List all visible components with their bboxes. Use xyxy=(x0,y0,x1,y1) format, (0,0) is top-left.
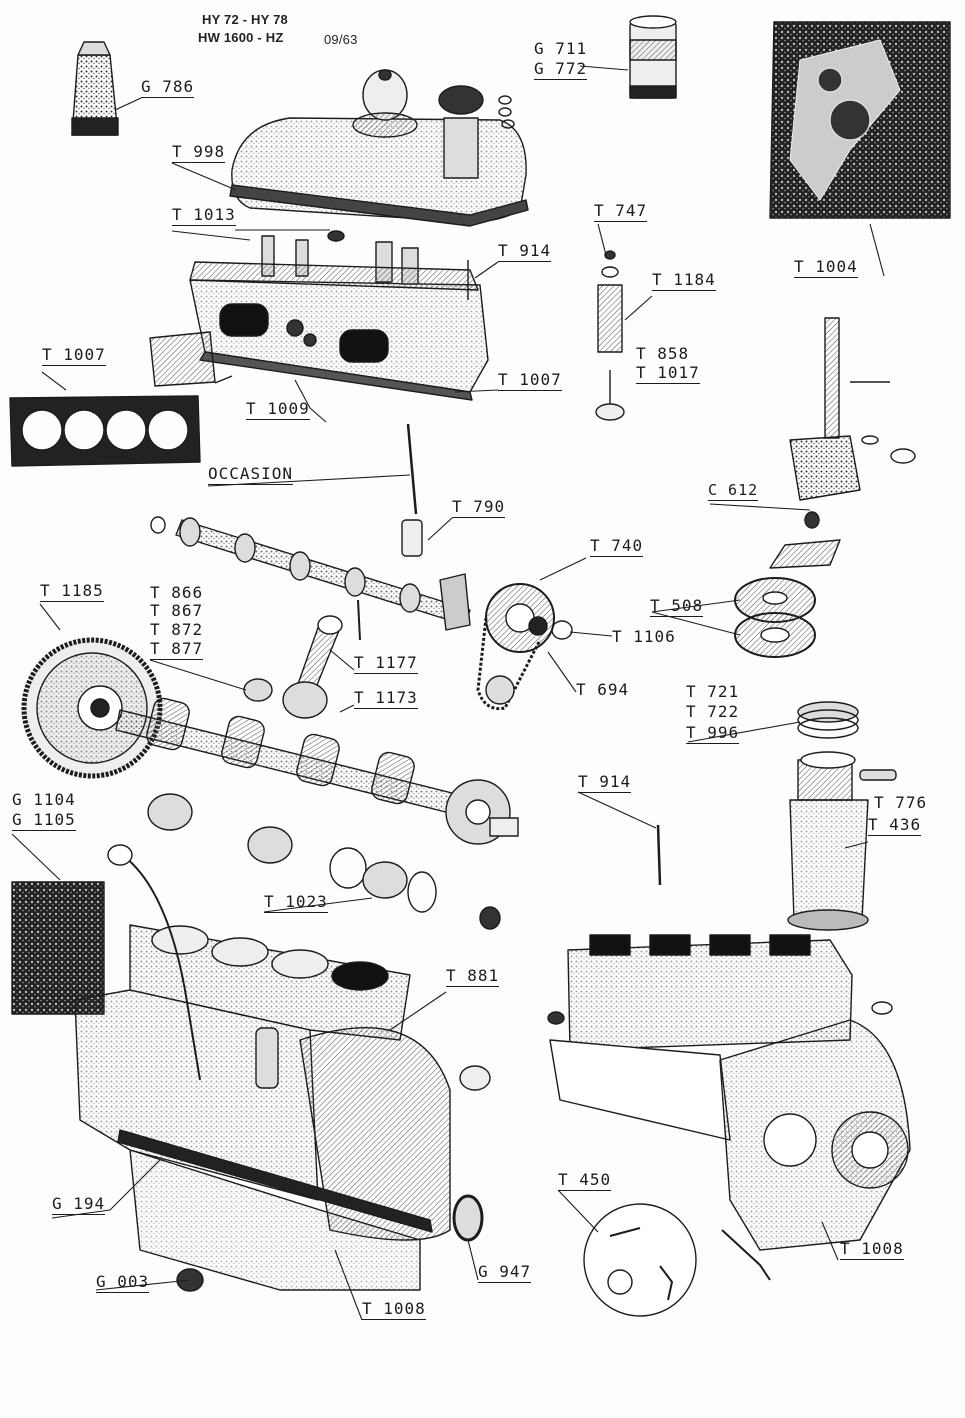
callout-t747: T 747 xyxy=(594,201,648,222)
callout-t1007-left: T 1007 xyxy=(42,345,106,366)
callout-g786: G 786 xyxy=(141,77,195,98)
callout-occasion: OCCASION xyxy=(208,464,294,485)
callout-t790: T 790 xyxy=(452,497,506,518)
callout-t1173: T 1173 xyxy=(354,688,418,709)
callout-t858: T 858 xyxy=(636,344,690,363)
callout-g947: G 947 xyxy=(478,1262,532,1283)
model-range-line2: HW 1600 - HZ xyxy=(198,30,284,45)
cylinder-head-part xyxy=(149,230,489,401)
callout-t881: T 881 xyxy=(446,966,500,987)
callout-g711: G 711 xyxy=(534,39,588,58)
piston-liner-part xyxy=(787,701,897,931)
callout-t1023: T 1023 xyxy=(264,892,328,913)
callout-t1004: T 1004 xyxy=(794,257,858,278)
crankshaft-part xyxy=(115,697,519,845)
camshaft-part xyxy=(150,516,471,631)
callout-g1104: G 1104 xyxy=(12,790,76,809)
leader-lines xyxy=(11,65,885,1321)
model-range-line1: HY 72 - HY 78 xyxy=(202,12,288,27)
oil-filter-part xyxy=(629,15,677,99)
callout-t508: T 508 xyxy=(650,596,704,617)
callout-t1007-right: T 1007 xyxy=(498,370,562,391)
callout-g1105: G 1105 xyxy=(12,810,76,831)
callout-t450: T 450 xyxy=(558,1170,612,1191)
callout-t914-mid: T 914 xyxy=(578,772,632,793)
callout-t1009: T 1009 xyxy=(246,399,310,420)
callout-t1008-right: T 1008 xyxy=(840,1239,904,1260)
callout-t436: T 436 xyxy=(868,815,922,836)
sealant-tube-part xyxy=(71,41,119,136)
oil-pump-part xyxy=(789,317,916,529)
callout-t867: T 867 xyxy=(150,601,204,620)
callout-t877: T 877 xyxy=(150,639,204,660)
rocker-cover-part xyxy=(229,69,529,227)
valve-spring-part xyxy=(595,250,625,421)
main-bearing-part xyxy=(147,793,501,930)
callout-g194: G 194 xyxy=(52,1194,106,1215)
callout-t872: T 872 xyxy=(150,620,204,639)
callout-t722: T 722 xyxy=(686,702,740,721)
head-gasket-part xyxy=(9,395,201,467)
engine-block-assembly-part xyxy=(74,844,491,1292)
callout-t866: T 866 xyxy=(150,583,204,602)
revision-date: 09/63 xyxy=(324,32,358,47)
crankshaft-seal-part xyxy=(452,1194,484,1242)
callout-t740: T 740 xyxy=(590,536,644,557)
sensor-kit-inset-part xyxy=(583,1203,697,1317)
callout-t914-top: T 914 xyxy=(498,241,552,262)
bare-cylinder-block-part xyxy=(547,934,911,1281)
flywheel-part xyxy=(21,637,163,779)
callout-t1184: T 1184 xyxy=(652,270,716,291)
callout-t1008-bottom: T 1008 xyxy=(362,1299,426,1320)
callout-t1017: T 1017 xyxy=(636,363,700,384)
timing-chain-part xyxy=(476,583,573,711)
pushrod-part xyxy=(406,423,418,515)
callout-t996: T 996 xyxy=(686,723,740,744)
crankshaft-pulley-part xyxy=(734,539,841,658)
head-stud-part xyxy=(656,824,662,886)
gasket-set-part xyxy=(769,21,951,219)
callout-t1106: T 1106 xyxy=(612,627,676,646)
callout-t998: T 998 xyxy=(172,142,226,163)
callout-t694: T 694 xyxy=(576,680,630,699)
oil-can-part xyxy=(11,881,105,1015)
callout-t1177: T 1177 xyxy=(354,653,418,674)
callout-t721: T 721 xyxy=(686,682,740,701)
callout-t1013: T 1013 xyxy=(172,205,236,226)
callout-g003: G 003 xyxy=(96,1272,150,1293)
tappet-part xyxy=(401,519,423,557)
callout-t776: T 776 xyxy=(874,793,928,812)
connecting-rod-part xyxy=(243,599,361,719)
callout-t1185: T 1185 xyxy=(40,581,104,602)
callout-g772: G 772 xyxy=(534,59,588,80)
callout-c612: C 612 xyxy=(708,481,759,501)
